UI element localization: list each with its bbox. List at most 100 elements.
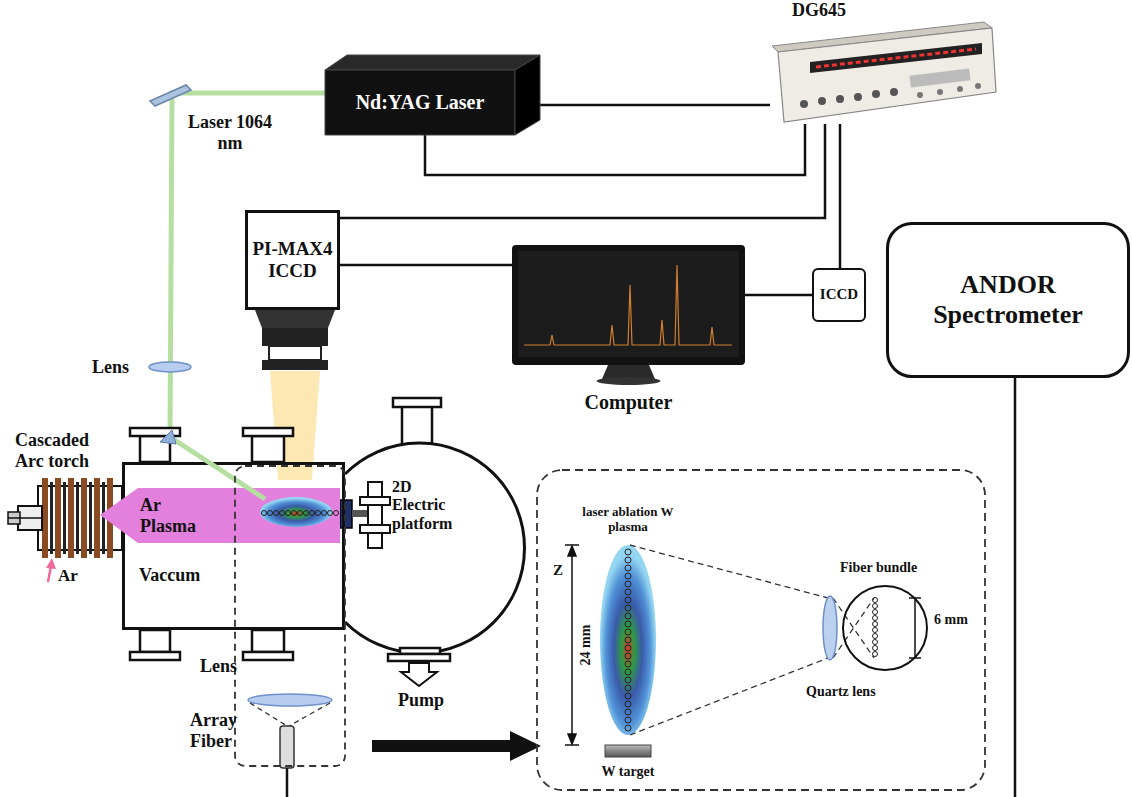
fiber-bundle bbox=[843, 586, 927, 670]
fiber-bundle bbox=[873, 616, 878, 621]
camera-box: PI-MAX4 ICCD bbox=[245, 210, 340, 310]
inset-plasma bbox=[600, 545, 656, 735]
node-text: Computer bbox=[512, 391, 745, 414]
node-text: PI-MAX4 ICCD bbox=[250, 238, 335, 282]
spectrometer-box: ANDOR Spectrometer bbox=[886, 222, 1130, 378]
inset-plasma bbox=[625, 717, 631, 723]
inset-plasma bbox=[625, 621, 631, 627]
inset-plasma bbox=[625, 725, 631, 731]
dimension-label: 24 mm bbox=[578, 625, 594, 666]
part-label: Lens bbox=[200, 656, 237, 677]
pump-port bbox=[388, 654, 450, 661]
arc-torch bbox=[68, 478, 74, 558]
focus-lens bbox=[149, 362, 191, 372]
inset-plasma bbox=[625, 573, 631, 579]
laser-box: Nd:YAG Laser bbox=[325, 55, 540, 135]
imaging-rays bbox=[630, 658, 828, 735]
inset-frame bbox=[537, 470, 985, 790]
fiber-bundle bbox=[873, 640, 878, 645]
focus-lens bbox=[149, 362, 191, 372]
inset-plasma bbox=[625, 549, 631, 555]
inset-plasma bbox=[600, 545, 656, 757]
camera-lens bbox=[262, 360, 328, 370]
dimension-line bbox=[568, 546, 576, 556]
inset-plasma bbox=[625, 597, 631, 603]
arc-torch bbox=[63, 482, 66, 554]
target-platform bbox=[340, 482, 390, 548]
part-label: Cascaded Arc torch bbox=[2, 430, 102, 471]
collection-optics bbox=[289, 703, 330, 726]
sphere-chamber bbox=[402, 406, 432, 446]
inset-plasma bbox=[605, 745, 651, 757]
pump-port bbox=[388, 648, 450, 686]
chamber-flanges bbox=[130, 428, 180, 436]
collection-optics bbox=[250, 703, 287, 726]
chamber-flanges bbox=[140, 630, 170, 652]
pointer-arrow bbox=[372, 731, 541, 761]
inset-plasma bbox=[625, 557, 631, 563]
computer-monitor: Computer bbox=[512, 245, 745, 420]
inset-plasma bbox=[625, 581, 631, 587]
inset-plasma bbox=[625, 549, 631, 731]
detector-box: ICCD bbox=[812, 268, 866, 322]
inset-plasma bbox=[625, 565, 631, 571]
chamber-mirror bbox=[160, 430, 176, 444]
plasma-jet: Ar Plasma bbox=[100, 488, 340, 543]
inset-plasma bbox=[625, 645, 631, 651]
target-platform bbox=[368, 482, 382, 548]
delay-generator: DG645 bbox=[770, 0, 1000, 124]
node-text: Vaccum bbox=[139, 565, 200, 586]
inset-plasma bbox=[625, 653, 631, 659]
part-label: Z bbox=[553, 562, 563, 579]
inset-plasma bbox=[625, 589, 631, 595]
fiber-bundle bbox=[873, 604, 878, 609]
inset-plasma bbox=[625, 677, 631, 683]
sphere-chamber bbox=[345, 398, 524, 653]
fiber-bundle bbox=[873, 646, 878, 651]
target-platform bbox=[360, 525, 390, 533]
signal-cable bbox=[540, 104, 770, 107]
fiber-bundle bbox=[873, 622, 878, 627]
part-label: W target bbox=[588, 764, 668, 780]
turning-mirror bbox=[150, 85, 191, 106]
sphere-chamber bbox=[345, 443, 524, 653]
part-label: Ar bbox=[58, 566, 78, 586]
part-label: laser ablation W plasma bbox=[568, 505, 688, 535]
node-text: Nd:YAG Laser bbox=[356, 91, 485, 114]
spectrometer-fiber-line bbox=[1015, 378, 1016, 797]
spectrometer-fiber-line bbox=[1014, 378, 1017, 797]
arc-torch bbox=[50, 482, 53, 554]
camera-lens bbox=[269, 346, 321, 360]
collection-optics bbox=[248, 694, 332, 706]
inset-plasma bbox=[625, 629, 631, 635]
dimension-line bbox=[568, 734, 576, 744]
collection-optics bbox=[286, 768, 289, 797]
part-label: Quartz lens bbox=[806, 684, 876, 700]
inset-plasma bbox=[625, 709, 631, 715]
arc-torch bbox=[94, 478, 100, 558]
chamber-flanges bbox=[243, 652, 293, 660]
chamber-flanges bbox=[252, 436, 284, 462]
inset-plasma bbox=[625, 637, 631, 643]
inset-plasma bbox=[625, 605, 631, 611]
vacuum-chamber: VaccumAr Plasma bbox=[122, 462, 345, 630]
camera-lens bbox=[262, 328, 328, 346]
chamber-flanges bbox=[140, 436, 170, 462]
fiber-bundle bbox=[873, 628, 878, 633]
node-text: DG645 bbox=[792, 0, 1000, 21]
chamber-flanges bbox=[243, 428, 293, 436]
fiber-bundle bbox=[909, 657, 921, 659]
signal-cable bbox=[745, 294, 812, 297]
target-platform bbox=[360, 497, 390, 505]
arc-torch bbox=[76, 482, 79, 554]
pump-port bbox=[401, 663, 437, 686]
plasma-jet-shape bbox=[100, 488, 340, 543]
camera-lens bbox=[255, 310, 335, 370]
fiber-bundle bbox=[873, 598, 878, 603]
fiber-bundle bbox=[873, 652, 878, 657]
part-label: 2D Electric platform bbox=[392, 478, 464, 533]
part-label: Laser 1064 nm bbox=[185, 112, 275, 153]
fiber-bundle bbox=[873, 610, 878, 615]
